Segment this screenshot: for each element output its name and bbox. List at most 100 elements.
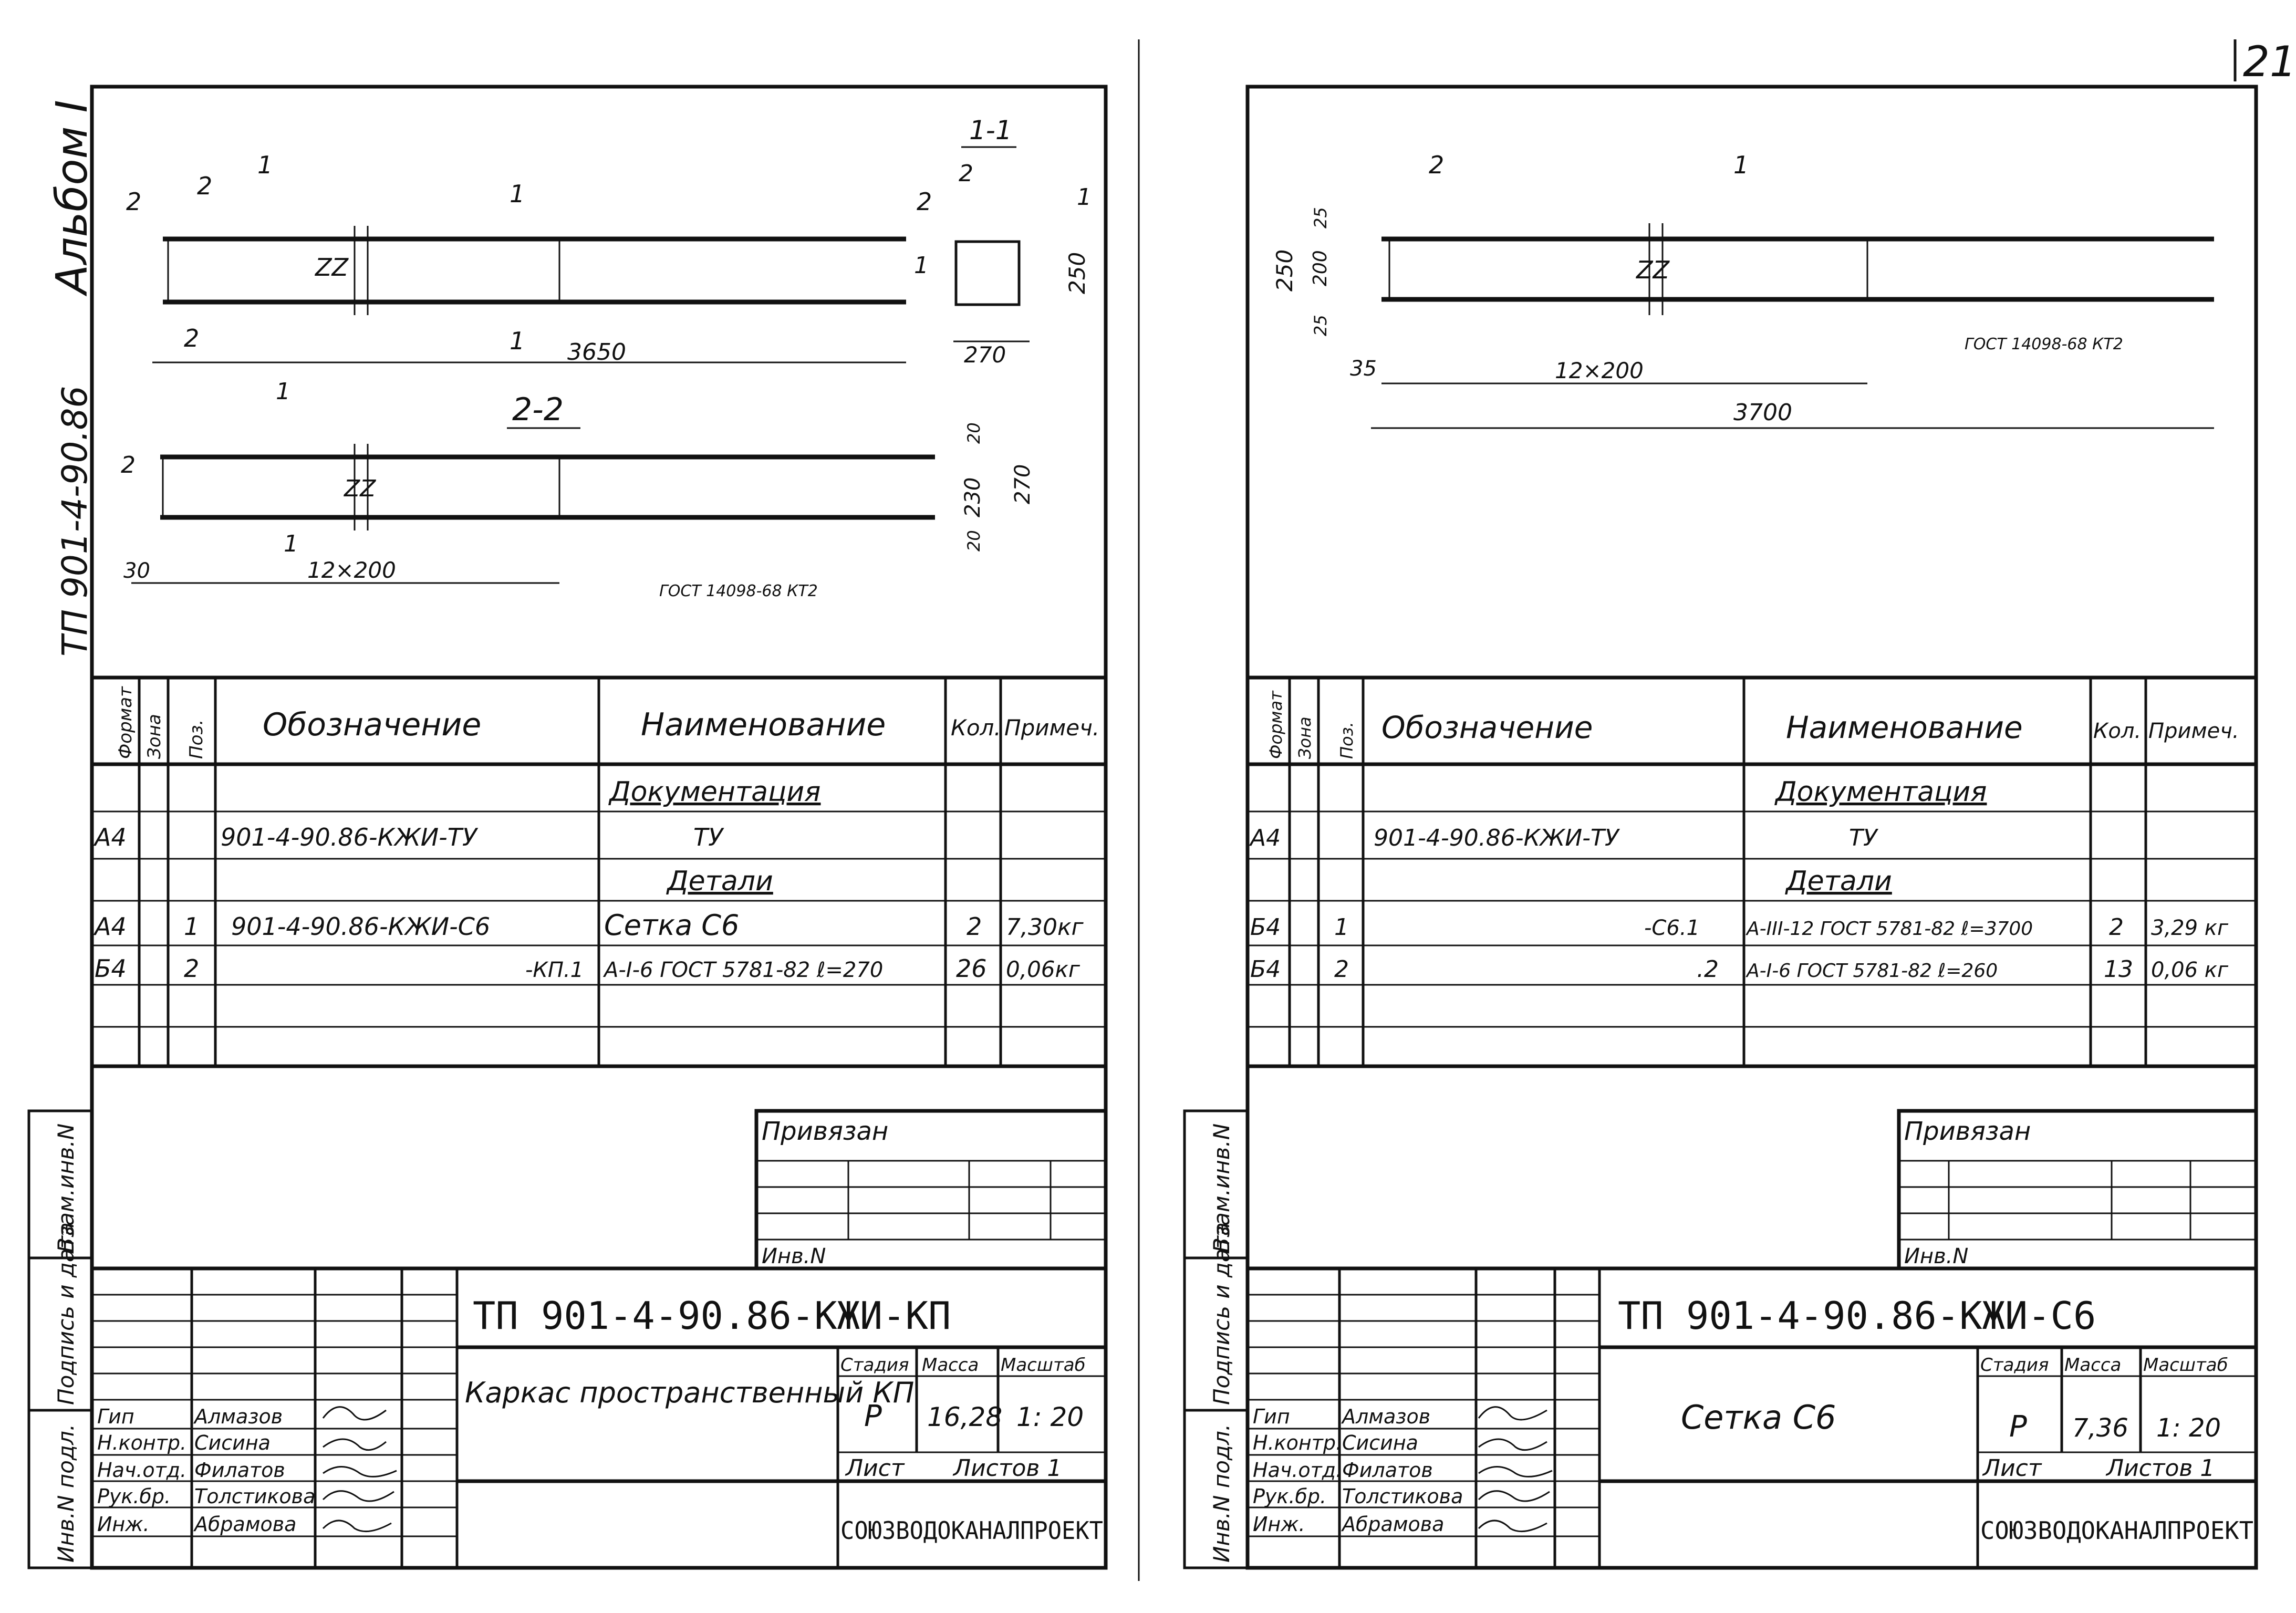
- svg-text:Толстикова: Толстикова: [1342, 1485, 1463, 1508]
- svg-text:2: 2: [917, 188, 932, 216]
- right-mesh-drawing: ZZ 2 1 35 12×200 3700 ГОСТ 14098-68 КТ2 …: [1272, 151, 2214, 429]
- svg-text:1: 1: [1334, 914, 1349, 941]
- svg-text:Филатов: Филатов: [194, 1459, 285, 1482]
- spec-h-naimenovanie: Наименование: [641, 706, 886, 743]
- svg-text:Филатов: Филатов: [1342, 1459, 1433, 1482]
- dim-270-section: 270: [964, 342, 1006, 368]
- svg-text:2: 2: [1334, 956, 1349, 983]
- svg-text:2: 2: [1429, 151, 1444, 179]
- svg-text:0,06кг: 0,06кг: [1006, 956, 1081, 982]
- svg-text:Стадия: Стадия: [840, 1355, 909, 1376]
- section-2-2-label: 2-2: [512, 391, 564, 428]
- svg-text:Масса: Масса: [922, 1355, 979, 1376]
- svg-text:26: 26: [956, 954, 987, 983]
- masshtab-value: 1: 20: [1016, 1402, 1084, 1432]
- svg-text:А-III-12 ГОСТ 5781-82 ℓ=3700: А-III-12 ГОСТ 5781-82 ℓ=3700: [1746, 918, 2033, 940]
- svg-text:Абрамова: Абрамова: [1341, 1513, 1444, 1536]
- svg-text:Формат: Формат: [1266, 690, 1286, 759]
- spec-h-oboznachenie: Обозначение: [263, 706, 481, 743]
- svg-text:.2: .2: [1697, 956, 1719, 983]
- left-mesh-drawing: ZZ 2 2 1 2 1 1 2 3650 1-1 2 1 1 270 250 …: [121, 115, 1092, 600]
- svg-text:Инв.N: Инв.N: [1904, 1244, 1968, 1268]
- gost-label-right: ГОСТ 14098-68 КТ2: [1965, 335, 2123, 353]
- signature-1: [322, 1406, 387, 1421]
- right-sheet: Взам.инв.N Подпись и дата Инв.N подл. ZZ…: [1183, 85, 2258, 1570]
- svg-text:Сетка С6: Сетка С6: [1681, 1398, 1836, 1437]
- svg-text:-КП.1: -КП.1: [525, 958, 584, 982]
- svg-text:1: 1: [510, 180, 525, 208]
- dim-200-right: 200: [1310, 250, 1331, 286]
- dim-250-right: 250: [1272, 249, 1297, 292]
- left-title-block: ТП 901-4-90.86-КЖИ-КП Каркас пространств…: [92, 1266, 1106, 1568]
- svg-text:1: 20: 1: 20: [2156, 1413, 2221, 1443]
- dim-30: 30: [123, 559, 150, 583]
- svg-text:Инв.N подл.: Инв.N подл.: [1209, 1424, 1234, 1563]
- svg-text:Стадия: Стадия: [1980, 1355, 2049, 1376]
- svg-text:Кол.: Кол.: [2093, 719, 2141, 743]
- svg-text:-С6.1: -С6.1: [1644, 916, 1700, 940]
- svg-text:901-4-90.86-КЖИ-С6: 901-4-90.86-КЖИ-С6: [231, 912, 490, 941]
- svg-text:2: 2: [967, 912, 982, 941]
- svg-text:25: 25: [1311, 207, 1331, 228]
- svg-text:Инж.: Инж.: [1253, 1513, 1305, 1536]
- svg-text:Алмазов: Алмазов: [193, 1405, 283, 1428]
- svg-text:Рук.бр.: Рук.бр.: [97, 1485, 171, 1508]
- svg-text:А-I-6 ГОСТ 5781-82 ℓ=270: А-I-6 ГОСТ 5781-82 ℓ=270: [602, 958, 883, 982]
- massa-value: 16,28: [927, 1402, 1002, 1432]
- svg-text:Р: Р: [2009, 1410, 2027, 1444]
- right-margin-stamp: Взам.инв.N Подпись и дата Инв.N подл.: [1183, 1109, 1249, 1569]
- signature-5: [322, 1520, 392, 1533]
- svg-text:Н.контр.: Н.контр.: [1253, 1431, 1342, 1454]
- svg-text:Сетка С6: Сетка С6: [604, 909, 739, 942]
- svg-text:СОЮЗВОДОКАНАЛПРОЕКТ: СОЮЗВОДОКАНАЛПРОЕКТ: [1980, 1516, 2253, 1545]
- left-sheet: Альбом I ТП 901-4-90.86 Взам.инв.N Подпи…: [27, 85, 1108, 1570]
- svg-text:Сисина: Сисина: [194, 1431, 271, 1454]
- svg-text:Б4: Б4: [95, 954, 127, 983]
- svg-text:Б4: Б4: [1250, 914, 1281, 941]
- svg-text:Абрамова: Абрамова: [193, 1513, 296, 1536]
- svg-text:20: 20: [964, 530, 984, 551]
- svg-text:1: 1: [914, 252, 929, 279]
- left-margin-stamp: Взам.инв.N Подпись и дата Инв.N подл.: [27, 1109, 93, 1569]
- svg-text:Наименование: Наименование: [1786, 710, 2023, 745]
- svg-text:Взам.инв.N: Взам.инв.N: [1209, 1123, 1234, 1253]
- left-spec-table: Формат Зона Поз. Обозначение Наименовани…: [92, 675, 1106, 1068]
- dim-12x200-right: 12×200: [1555, 358, 1644, 383]
- svg-text:Детали: Детали: [1785, 866, 1892, 897]
- section-1-1-label: 1-1: [969, 115, 1012, 145]
- page-number: 21: [2243, 37, 2296, 86]
- svg-text:2: 2: [959, 160, 973, 187]
- svg-text:А4: А4: [93, 823, 127, 851]
- svg-text:ZZ: ZZ: [344, 475, 376, 502]
- series-label: ТП 901-4-90.86: [55, 386, 95, 657]
- svg-text:Н.контр.: Н.контр.: [97, 1431, 186, 1454]
- svg-text:Рук.бр.: Рук.бр.: [1253, 1485, 1326, 1508]
- svg-text:Поз.: Поз.: [1337, 722, 1357, 759]
- svg-text:Подпись и дата: Подпись и дата: [1209, 1222, 1234, 1405]
- svg-text:25: 25: [1311, 315, 1331, 336]
- svg-text:Алмазов: Алмазов: [1341, 1405, 1430, 1428]
- dim-12x200-left: 12×200: [307, 557, 396, 583]
- doc-title: Каркас пространственный КП: [465, 1376, 914, 1409]
- svg-text:Инж.: Инж.: [97, 1513, 150, 1536]
- svg-text:1: 1: [184, 912, 199, 941]
- svg-text:13: 13: [2104, 956, 2133, 983]
- svg-text:Масса: Масса: [2064, 1355, 2121, 1376]
- dim-3700: 3700: [1733, 399, 1792, 426]
- right-spec-table: Формат Зона Поз. Обозначение Наименовани…: [1248, 675, 2256, 1068]
- spec-section-details: Детали: [666, 866, 773, 897]
- svg-text:2: 2: [121, 452, 136, 478]
- spec-h-zona: Зона: [144, 714, 165, 759]
- dim-3650: 3650: [567, 339, 626, 366]
- svg-text:1: 1: [1733, 151, 1749, 179]
- svg-text:Гип: Гип: [97, 1405, 134, 1428]
- svg-text:ТУ: ТУ: [693, 823, 724, 851]
- svg-text:Зона: Зона: [1295, 716, 1315, 759]
- spec-h-format: Формат: [115, 686, 136, 759]
- margin-podpis: Подпись и дата: [53, 1222, 79, 1405]
- spec-section-docs: Документация: [608, 776, 820, 808]
- svg-text:1: 1: [257, 151, 273, 179]
- album-label: Альбом I: [47, 100, 97, 297]
- svg-text:2: 2: [184, 324, 199, 352]
- svg-text:2: 2: [2109, 914, 2124, 941]
